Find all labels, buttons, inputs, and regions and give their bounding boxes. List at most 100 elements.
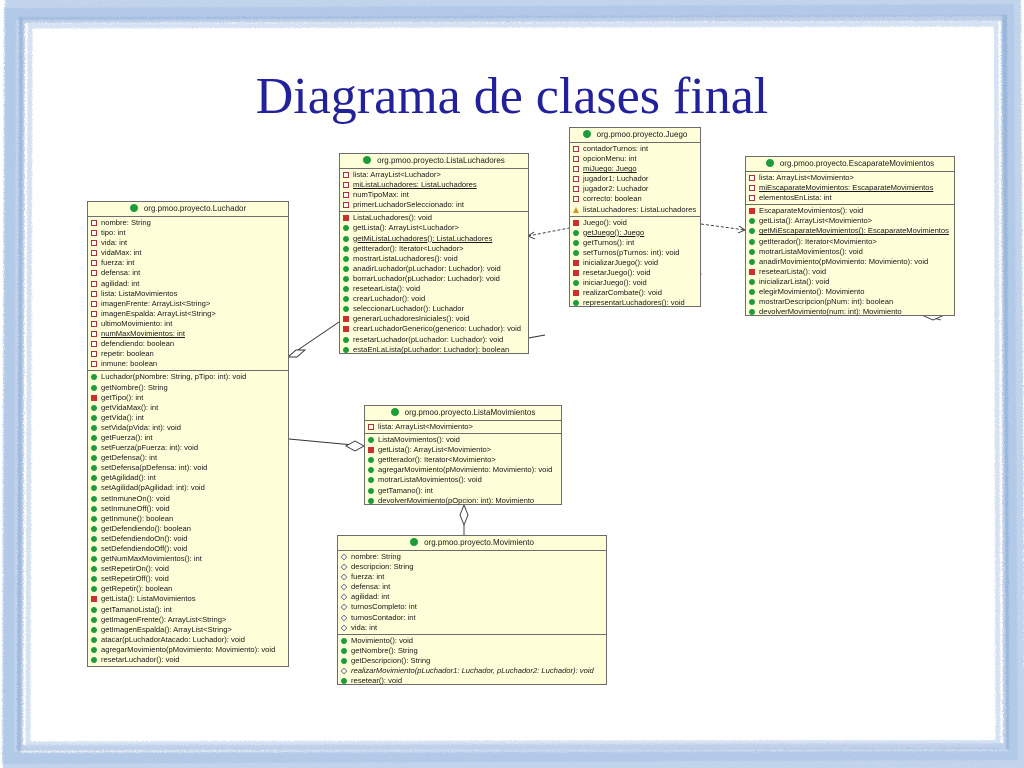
public-method-icon <box>749 218 755 225</box>
public-method-icon <box>749 238 755 245</box>
member-text: anadirLuchador(pLuchador: Luchador): voi… <box>353 263 501 273</box>
public-method-icon <box>573 239 579 246</box>
public-method-icon <box>749 309 755 316</box>
private-field-icon <box>749 195 755 202</box>
private-field-icon <box>573 176 579 183</box>
aggregation-diamond-icon <box>286 349 307 358</box>
public-method-icon <box>343 255 349 262</box>
public-method-icon <box>343 346 349 353</box>
member-row: getAgilidad(): int <box>88 473 288 483</box>
member-row: imagenEspalda: ArrayList<String> <box>88 309 288 319</box>
class-name: org.pmoo.proyecto.Movimiento <box>338 536 606 551</box>
member-text: fuerza: int <box>351 572 385 582</box>
member-text: getNumMaxMovimientos(): int <box>101 554 202 564</box>
public-method-icon <box>91 566 97 573</box>
public-method-icon <box>341 657 347 664</box>
public-method-icon <box>91 515 97 522</box>
public-method-icon <box>91 384 97 391</box>
member-row: setInmuneOn(): void <box>88 494 288 504</box>
member-text: setDefendiendoOn(): void <box>101 533 188 543</box>
member-text: getImagenEspalda(): ArrayList<String> <box>101 624 232 634</box>
member-text: mostrarListaLuchadores(): void <box>353 253 458 263</box>
private-field-icon <box>573 146 579 152</box>
private-method-icon <box>368 447 374 454</box>
member-row: getTurnos(): int <box>570 238 700 248</box>
public-method-icon <box>749 289 755 296</box>
member-row: lista: ArrayList<Movimiento> <box>746 173 954 183</box>
member-row: miJuego: Juego <box>570 164 700 174</box>
package-field-icon <box>340 624 348 632</box>
member-row: lista: ArrayList<Luchador> <box>340 170 528 180</box>
package-field-icon <box>340 553 348 561</box>
class-name-text: org.pmoo.proyecto.Movimiento <box>424 538 534 547</box>
member-row: setDefendiendoOff(): void <box>88 544 288 554</box>
protected-field-icon <box>573 206 579 213</box>
class-name-text: org.pmoo.proyecto.ListaMovimientos <box>404 408 536 417</box>
member-text: iniciarJuego(): void <box>583 278 647 288</box>
member-row: repetir: boolean <box>88 349 288 359</box>
member-row: realizarCombate(): void <box>570 288 700 298</box>
member-text: getLista(): ArrayList<Luchador> <box>353 223 459 233</box>
member-text: tipo: int <box>101 228 126 238</box>
private-method-icon <box>343 316 349 323</box>
member-row: generarLuchadoresIniciales(): void <box>340 314 528 324</box>
private-field-icon <box>343 192 349 199</box>
member-row: vidaMax: int <box>88 248 288 258</box>
member-row: getDefensa(): int <box>88 453 288 463</box>
member-text: getAgilidad(): int <box>101 473 156 483</box>
class-name-text: org.pmoo.proyecto.ListaLuchadores <box>377 156 505 165</box>
member-text: lista: ListaMovimientos <box>101 288 178 298</box>
public-method-icon <box>749 248 755 255</box>
member-row: vida: int <box>88 238 288 248</box>
member-row: resetarLuchador(): void <box>88 655 288 665</box>
member-text: motrarListaMovimientos(): void <box>759 246 863 256</box>
public-method-icon <box>91 616 97 623</box>
public-method-icon <box>749 228 755 235</box>
member-row: getNombre(): String <box>88 383 288 393</box>
private-field-icon <box>749 175 755 181</box>
attributes-section: lista: ArrayList<Movimiento>miEscaparate… <box>746 172 954 206</box>
member-text: getLista(): ArrayList<Movimiento> <box>378 445 492 455</box>
member-text: setTurnos(pTurnos: int): void <box>583 247 680 257</box>
public-method-icon <box>91 525 97 532</box>
member-row: mostrarListaLuchadores(): void <box>340 254 528 264</box>
member-row: resetearLista(): void <box>746 267 954 277</box>
member-row: resetear(): void <box>338 676 606 686</box>
member-text: imagenFrente: ArrayList<String> <box>101 298 211 308</box>
member-row: representarLuchadores(): void <box>570 298 700 308</box>
public-method-icon <box>341 637 347 644</box>
public-method-icon <box>343 336 349 343</box>
member-text: inmune: boolean <box>101 359 158 369</box>
member-row: devolverMovimiento(pOpcion: int): Movimi… <box>365 496 561 506</box>
public-method-icon <box>749 258 755 265</box>
member-row: defensa: int <box>88 268 288 278</box>
member-text: nombre: String <box>351 552 401 561</box>
private-field-icon <box>91 331 97 338</box>
member-text: getNombre(): String <box>351 645 418 655</box>
public-method-icon <box>343 296 349 303</box>
member-row: getDefendiendo(): boolean <box>88 524 288 534</box>
member-text: contadorTurnos: int <box>583 144 649 153</box>
public-method-icon <box>343 306 349 313</box>
member-row: setDefendiendoOn(): void <box>88 534 288 544</box>
member-text: opcionMenu: int <box>583 154 637 164</box>
member-text: generarLuchadoresIniciales(): void <box>353 314 470 324</box>
member-text: defensa: int <box>101 268 141 278</box>
member-row: imagenFrente: ArrayList<String> <box>88 299 288 309</box>
member-text: realizarMovimiento(pLuchador1: Luchador,… <box>351 666 594 676</box>
public-method-icon <box>341 647 347 654</box>
package-field-icon <box>340 563 348 571</box>
member-text: getRepetir(): boolean <box>101 584 173 594</box>
member-text: getIterador(): Iterator<Movimiento> <box>378 455 496 465</box>
member-text: listaLuchadores: ListaLuchadores <box>583 204 697 214</box>
member-row: defensa: int <box>338 582 606 592</box>
juego-escaparate-dependency <box>700 223 746 231</box>
private-method-icon <box>573 290 579 297</box>
member-text: miEscaparateMovimientos: EscaparateMovim… <box>759 183 934 193</box>
